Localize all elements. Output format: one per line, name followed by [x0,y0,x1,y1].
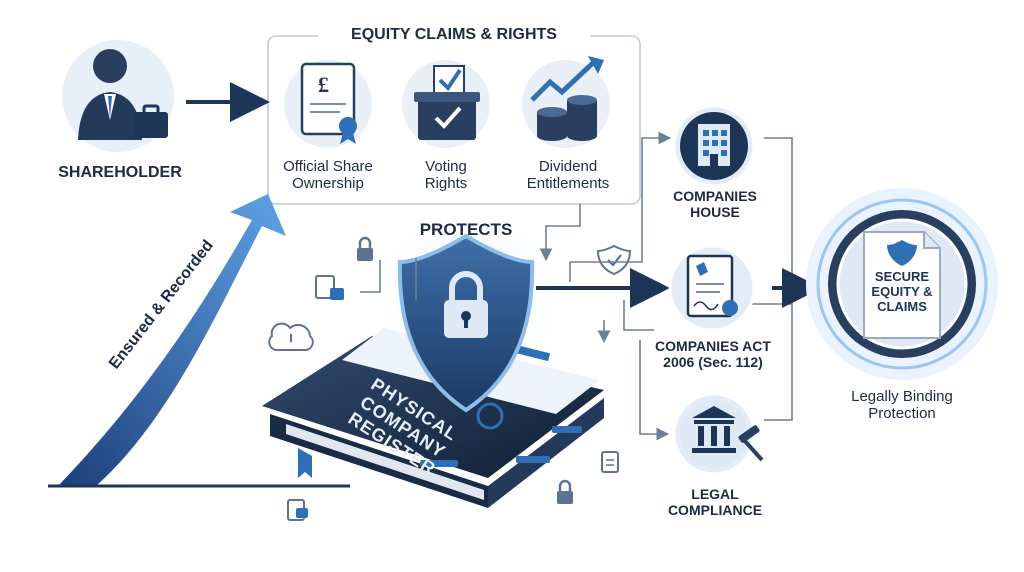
dividend-line2: Entitlements [526,175,610,193]
small-padlock-icon [357,236,373,261]
small-document-icon [315,275,344,300]
svg-text:£: £ [318,72,329,97]
legal-compliance-line1: LEGAL [691,486,739,502]
legal-compliance-line2: COMPLIANCE [667,502,763,519]
secure-equity-text: SECURE EQUITY & CLAIMS [852,269,952,315]
voting-rights-line1: Voting [425,158,467,175]
secure-line3: CLAIMS [877,298,927,314]
protects-label: PROTECTS [419,220,513,239]
legal-compliance-label: LEGAL COMPLIANCE [650,486,780,518]
secure-document-icon [806,188,998,380]
companies-act-label: COMPANIES ACT 2006 (Sec. 112) [642,338,784,370]
shield-lock-icon [397,233,535,413]
companies-house-label: COMPANIES HOUSE [650,188,780,220]
legal-document-icon [668,244,756,332]
dividend-line1: Dividend [538,158,598,175]
share-certificate-icon: £ [284,60,372,148]
small-padlock-icon [557,479,573,504]
shareholder-label: SHAREHOLDER [58,164,182,181]
small-document-icon [287,499,308,521]
building-icon [672,104,756,188]
small-document-icon [601,451,619,473]
share-ownership-label: Official Share Ownership [272,158,384,193]
cloud-alert-icon [268,322,314,351]
share-ownership-line1: Official Share [283,158,373,175]
courthouse-gavel-icon [672,392,764,476]
companies-house-line1: COMPANIES [673,188,757,204]
ensured-recorded-arrow [58,194,286,486]
legally-binding-label: Legally Binding Protection [832,388,972,423]
secure-line2: EQUITY & [871,283,933,299]
companies-house-line2: HOUSE [690,204,740,221]
coins-growth-icon [522,56,610,148]
dividend-label: Dividend Entitlements [512,158,624,193]
companies-act-line2: 2006 (Sec. 112) [663,354,763,371]
voting-rights-label: Voting Rights [396,158,496,193]
shareholder-icon [62,40,174,152]
equity-panel-title: EQUITY CLAIMS & RIGHTS [318,26,590,45]
secure-line1: SECURE [874,269,930,284]
voting-rights-line2: Rights [424,175,468,193]
small-shield-check-icon [596,244,632,276]
companies-act-line1: COMPANIES ACT [655,338,771,354]
share-ownership-line2: Ownership [292,175,364,193]
legally-binding-line2: Protection [868,405,936,423]
ballot-box-icon [402,60,490,148]
legally-binding-line1: Legally Binding [851,388,953,405]
